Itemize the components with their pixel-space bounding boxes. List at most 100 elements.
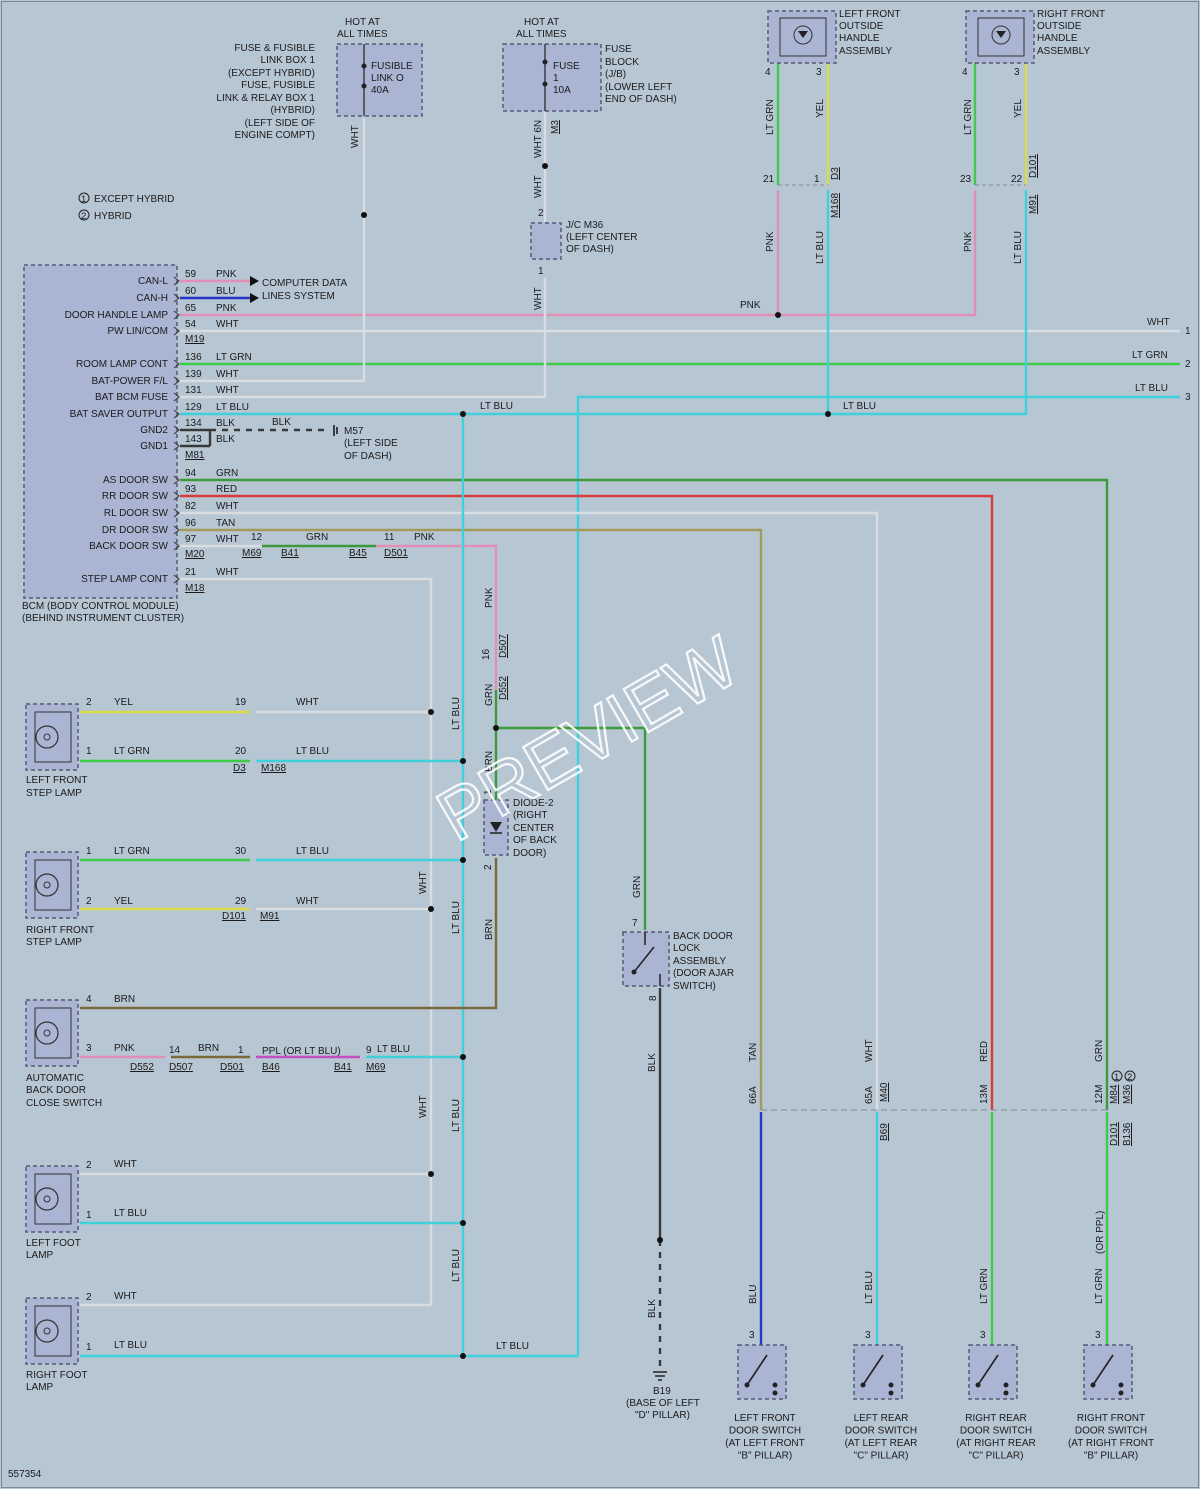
- svg-text:M3: M3: [550, 120, 561, 134]
- svg-text:GRN: GRN: [484, 684, 495, 706]
- svg-text:YEL: YEL: [815, 99, 826, 118]
- bcm-pin-wire-color: WHT: [216, 385, 239, 396]
- door-switch-name: "C" PILLAR): [969, 1451, 1024, 1462]
- svg-text:CLOSE SWITCH: CLOSE SWITCH: [26, 1098, 102, 1109]
- svg-text:WHT: WHT: [418, 871, 429, 894]
- svg-text:WHT: WHT: [418, 1095, 429, 1118]
- svg-text:CENTER: CENTER: [513, 823, 554, 834]
- svg-text:YEL: YEL: [1013, 99, 1024, 118]
- svg-text:OF BACK: OF BACK: [513, 835, 557, 846]
- svg-text:M69: M69: [242, 548, 262, 559]
- bcm-pin-label: CAN-H: [136, 293, 168, 304]
- ground-m57: M57 (LEFT SIDE OF DASH) BLK: [272, 417, 398, 462]
- svg-text:WHT: WHT: [1147, 317, 1170, 328]
- svg-text:1: 1: [86, 746, 92, 757]
- bcm-pin-wire-color: TAN: [216, 518, 235, 529]
- door-switch-name: LEFT REAR: [854, 1413, 909, 1424]
- svg-text:(RIGHT: (RIGHT: [513, 810, 547, 821]
- svg-text:PPL (OR LT BLU): PPL (OR LT BLU): [262, 1046, 341, 1057]
- wire-bat-power: [180, 118, 366, 383]
- door-switch-lower-color: LT GRN: [979, 1268, 990, 1304]
- bcm-pin-wire-color: WHT: [216, 319, 239, 330]
- svg-text:LEFT FRONT: LEFT FRONT: [26, 775, 87, 786]
- svg-text:1: 1: [86, 1210, 92, 1221]
- bcm-pin-arrow: [173, 508, 180, 518]
- door-switch-name: (AT RIGHT REAR: [956, 1438, 1035, 1449]
- wire-step-lamp: [180, 577, 433, 1305]
- svg-text:LEFT FRONT: LEFT FRONT: [839, 9, 900, 20]
- svg-text:WHT: WHT: [533, 287, 544, 310]
- svg-text:WHT: WHT: [350, 125, 361, 148]
- door-switch-body: [737, 1344, 787, 1400]
- door-switch-connector-pin: 12M: [1094, 1085, 1105, 1104]
- svg-text:ASSEMBLY: ASSEMBLY: [673, 956, 726, 967]
- svg-text:ASSEMBLY: ASSEMBLY: [1037, 46, 1090, 57]
- door-switch-pin: 3: [865, 1330, 871, 1341]
- svg-text:HOT AT: HOT AT: [345, 17, 380, 28]
- bcm-pin-wire-color: LT GRN: [216, 352, 252, 363]
- svg-text:D101: D101: [1109, 1122, 1120, 1146]
- svg-text:3: 3: [1185, 392, 1191, 403]
- svg-text:BLK: BLK: [272, 417, 291, 428]
- door-switch-lower-color: LT GRN: [1094, 1268, 1105, 1304]
- svg-text:DIODE-2: DIODE-2: [513, 798, 554, 809]
- bcm-pin-arrow: [173, 326, 180, 336]
- svg-text:M69: M69: [366, 1062, 386, 1073]
- svg-text:1: 1: [81, 194, 86, 205]
- svg-text:HANDLE: HANDLE: [839, 33, 880, 44]
- svg-text:OUTSIDE: OUTSIDE: [1037, 21, 1082, 32]
- svg-text:RIGHT FRONT: RIGHT FRONT: [1037, 9, 1105, 20]
- wire-rl-door: [180, 511, 879, 1110]
- bcm-pin-arrow: [173, 475, 180, 485]
- svg-text:PNK: PNK: [414, 532, 435, 543]
- bcm-pin-number: 65: [185, 303, 197, 314]
- svg-text:B41: B41: [281, 548, 299, 559]
- bcm-pin-wire-color: LT BLU: [216, 402, 249, 413]
- door-switch-name: "B" PILLAR): [1084, 1451, 1138, 1462]
- bcm-pin-label: DOOR HANDLE LAMP: [65, 310, 169, 321]
- svg-text:LT BLU: LT BLU: [451, 697, 462, 730]
- wire-rr-door: [180, 494, 994, 1110]
- wire-lock-grn: [496, 726, 647, 930]
- svg-text:2: 2: [86, 1160, 92, 1171]
- switch-contact: [744, 1382, 750, 1388]
- svg-text:D507: D507: [169, 1062, 193, 1073]
- bcm-pin-number: 21: [185, 567, 197, 578]
- right-front-step-lamp: RIGHT FRONT STEP LAMP 1 2 LT GRN YEL 30 …: [25, 846, 329, 948]
- door-switch-upper-color: TAN: [748, 1043, 759, 1062]
- svg-text:M168: M168: [830, 193, 841, 218]
- legend: 1 EXCEPT HYBRID 2 HYBRID: [78, 192, 174, 222]
- svg-text:EXCEPT HYBRID: EXCEPT HYBRID: [94, 194, 174, 205]
- svg-text:SWITCH): SWITCH): [673, 981, 716, 992]
- svg-text:M168: M168: [261, 763, 286, 774]
- svg-text:2: 2: [86, 896, 92, 907]
- door-switch-name: "C" PILLAR): [854, 1451, 909, 1462]
- bcm-pin-label: GND1: [140, 441, 168, 452]
- svg-text:B45: B45: [349, 548, 367, 559]
- svg-text:2: 2: [1185, 359, 1191, 370]
- svg-text:1: 1: [86, 1342, 92, 1353]
- svg-text:B46: B46: [262, 1062, 280, 1073]
- fusible-link-box: HOT AT ALL TIMES FUSIBLE LINK O 40A FUSE…: [216, 17, 423, 148]
- bcm-pin-arrow: [173, 525, 180, 535]
- svg-text:1: 1: [1114, 1072, 1119, 1083]
- door-switch-upper-color: GRN: [1094, 1040, 1105, 1062]
- bcm-pin-arrow: [173, 491, 180, 501]
- svg-text:FUSE: FUSE: [553, 61, 580, 72]
- svg-text:LT BLU: LT BLU: [480, 401, 513, 412]
- bcm-pin-number: 129: [185, 402, 202, 413]
- svg-text:YEL: YEL: [114, 896, 133, 907]
- svg-text:12: 12: [251, 532, 263, 543]
- svg-text:PNK: PNK: [963, 231, 974, 252]
- switch-contact: [1118, 1382, 1124, 1388]
- svg-text:AUTOMATIC: AUTOMATIC: [26, 1073, 84, 1084]
- svg-text:ALL TIMES: ALL TIMES: [337, 29, 388, 40]
- svg-text:21: 21: [763, 174, 775, 185]
- svg-text:23: 23: [960, 174, 972, 185]
- svg-text:"D" PILLAR): "D" PILLAR): [635, 1410, 690, 1421]
- door-switch-name: DOOR SWITCH: [845, 1426, 917, 1437]
- bcm-pin-number: 134: [185, 418, 202, 429]
- terminal-labels: WHT 1 LT GRN 2 LT BLU 3: [1132, 317, 1191, 403]
- svg-text:LT GRN: LT GRN: [114, 846, 150, 857]
